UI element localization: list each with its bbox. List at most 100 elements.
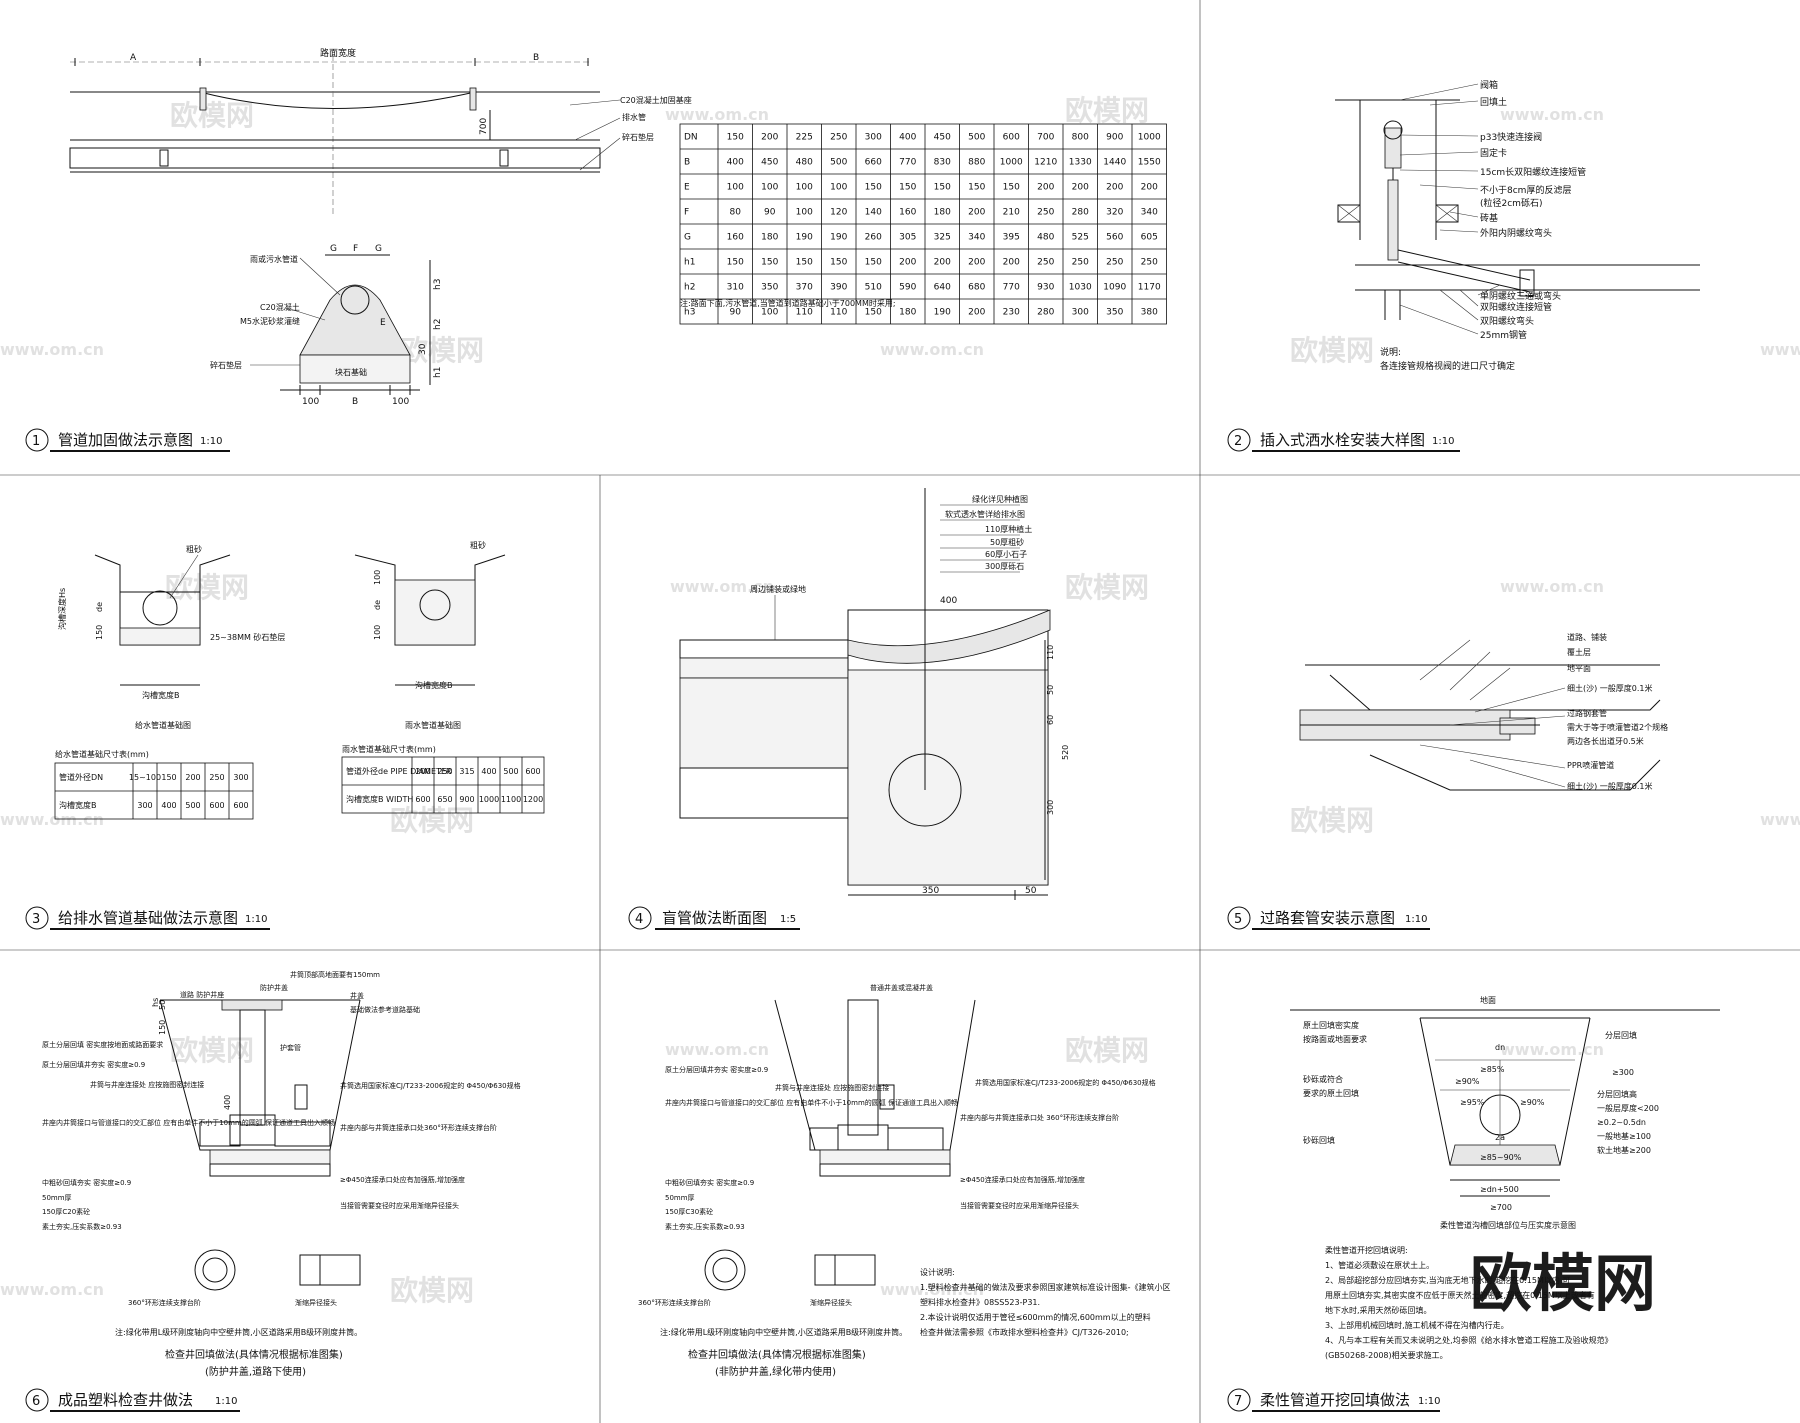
table-cell: 180	[899, 308, 916, 318]
table-cell: 325	[934, 233, 951, 243]
table-cell: 640	[934, 283, 951, 293]
label-soft-permeable: 软式透水管详给排水图	[945, 509, 1025, 519]
label-double-nipple: 双阳螺纹连接短管	[1480, 301, 1552, 313]
label-6b-13: 渐缩异径接头	[810, 1298, 852, 1307]
label-6b-7: 50mm厚	[665, 1194, 695, 1202]
dim-h2-label: h2	[433, 319, 443, 330]
label-gravel-bed-2: 碎石垫层	[210, 360, 242, 370]
note-6: 注:绿化带用L级环刚度轴向中空壁井筒,小区道路采用B级环刚度井筒。	[115, 1327, 362, 1337]
label-soil-110: 110厚种植土	[985, 524, 1032, 534]
label-fine-soil-top: 细土(沙) 一般厚度0.1米	[1567, 683, 1653, 693]
table-cell: E	[684, 183, 690, 193]
label-6-2: 防护井盖	[260, 983, 288, 992]
panel-number-7: 7	[1234, 1394, 1242, 1409]
label-6-5: 原土分层回填 密实度按地面或路面要求	[42, 1040, 163, 1049]
table-title-rain: 雨水管道基础尺寸表(mm)	[342, 744, 436, 754]
label-7-85a: ≥85%	[1480, 1065, 1505, 1074]
label-6-4: 基础做法参考道路基础	[350, 1005, 420, 1014]
label-7-8: 分层回填高	[1597, 1089, 1637, 1099]
table-cell: 140	[865, 208, 882, 218]
label-gravel-300: 300厚砾石	[985, 561, 1024, 571]
label-7-2: 按路面或地面要求	[1303, 1034, 1367, 1044]
watermark-brand: 欧模网	[170, 1034, 254, 1067]
table-cell: 190	[934, 308, 951, 318]
table-cell: 900	[459, 795, 474, 804]
dim-50b: 50	[1046, 685, 1055, 695]
panel-scale-4: 1:5	[780, 914, 796, 925]
table-cell: 1170	[1138, 283, 1161, 293]
design-note-4: 检查井做法需参照《市政排水塑料检查井》CJ/T326-2010;	[920, 1327, 1129, 1337]
table-cell: 150	[796, 258, 813, 268]
watermark-site: www.om.cn	[1760, 810, 1800, 829]
dim-h1-label: h1	[433, 367, 443, 378]
table-cell: 150	[899, 183, 916, 193]
table-cell: 110	[796, 308, 813, 318]
label-nipple: 15cm长双阳螺纹连接短管	[1480, 166, 1586, 178]
table-cell: 700	[1037, 133, 1054, 143]
table-cell: 300	[137, 801, 152, 810]
table-cell: 600	[415, 795, 430, 804]
label-paving: 周边铺装或绿地	[750, 584, 806, 594]
table-cell: 320	[1106, 208, 1123, 218]
label-6-19: 渐缩异径接头	[295, 1298, 337, 1307]
panel-scale-1: 1:10	[200, 436, 222, 447]
table-cell: 1550	[1138, 158, 1161, 168]
panel-scale-2: 1:10	[1432, 436, 1454, 447]
dim-150-well: 150	[158, 1020, 167, 1035]
table-cell: 390	[830, 283, 847, 293]
dim-700-label: 700	[479, 118, 489, 135]
table-cell: 225	[796, 133, 813, 143]
table-cell: 150	[761, 258, 778, 268]
table-cell: 1000	[479, 795, 499, 804]
table-cell: 500	[830, 158, 847, 168]
table-cell: 500	[185, 801, 200, 810]
table-cell: 100	[727, 183, 744, 193]
note-title-7: 柔性管道开挖回填说明:	[1325, 1245, 1408, 1255]
table-cell: 100	[761, 183, 778, 193]
table-cell: 250	[1037, 258, 1054, 268]
watermark-site: www.om.cn	[0, 1280, 104, 1299]
note-7-1: 2、局部超挖部分应回填夯实,当沟底无地下水时,超挖在0.15M以内,可	[1325, 1275, 1570, 1285]
table-cell: 300	[1072, 308, 1089, 318]
table-cell: 605	[1141, 233, 1158, 243]
label-6-18: 360°环形连续支撑台阶	[128, 1298, 201, 1307]
label-6b-11: 当接管需要变径时应采用渐缩异径接头	[960, 1201, 1079, 1210]
dim-50-well: 50	[158, 1000, 167, 1010]
panel-number-2: 2	[1234, 434, 1242, 449]
label-6-0: 井筒顶部高地面要有150mm	[290, 970, 380, 979]
watermark-site: www.om.cn	[880, 340, 984, 359]
table-cell: 沟槽宽度B	[59, 800, 97, 810]
panel-3: 粗砂 25~38MM 砂石垫层 沟槽宽度B 给水管道基础图 沟槽深度Hs 150…	[25, 540, 545, 930]
caption-rain-base: 雨水管道基础图	[405, 720, 461, 730]
label-storm-sewer: 雨或污水管道	[250, 254, 298, 264]
table-cell: 450	[761, 158, 778, 168]
label-6-13: 50mm厚	[42, 1194, 72, 1202]
table-cell: 250	[830, 133, 847, 143]
table-cell: 1440	[1103, 158, 1126, 168]
dim-30-label: 30	[418, 343, 428, 355]
caption-6b-1: 检查井回填做法(具体情况根据标准图集)	[688, 1348, 866, 1361]
table-cell: 770	[899, 158, 916, 168]
table-cell: 200	[185, 773, 200, 782]
label-7-2a: 2a	[1495, 1133, 1505, 1142]
table-cell: 500	[968, 133, 985, 143]
table-cell: 310	[727, 283, 744, 293]
label-7-7: ≥300	[1612, 1068, 1634, 1077]
watermark-brand: 欧模网	[165, 571, 249, 604]
label-pebble-60: 60厚小石子	[985, 550, 1027, 559]
label-gravel-size: (粒径2cm砾石)	[1480, 197, 1542, 209]
watermarks: 欧模网 www.om.cn 欧模网 www.om.cn www.om.cn 欧模…	[0, 94, 1800, 1320]
label-6b-6: 中粗砂回填夯实 密实度≥0.9	[665, 1178, 754, 1187]
dim-h3-label: h3	[433, 279, 443, 290]
table-cell: 280	[1037, 308, 1054, 318]
watermark-brand: 欧模网	[1290, 804, 1374, 837]
label-7-10: ≥0.2~0.5dn	[1597, 1118, 1646, 1127]
panel-number-3: 3	[32, 912, 40, 927]
table-cell: 200	[1072, 183, 1089, 193]
table-cell: 370	[796, 283, 813, 293]
table-note-1: 注:路面下面,污水管道,当管道到道路基础小于700MM时采用;	[680, 298, 896, 308]
label-steel-pipe: 25mm钢管	[1480, 329, 1527, 341]
table-cell: 管道外径de PIPE DIAMETER	[346, 766, 452, 776]
table-cell: 100	[796, 208, 813, 218]
table-cell: 110	[830, 308, 847, 318]
